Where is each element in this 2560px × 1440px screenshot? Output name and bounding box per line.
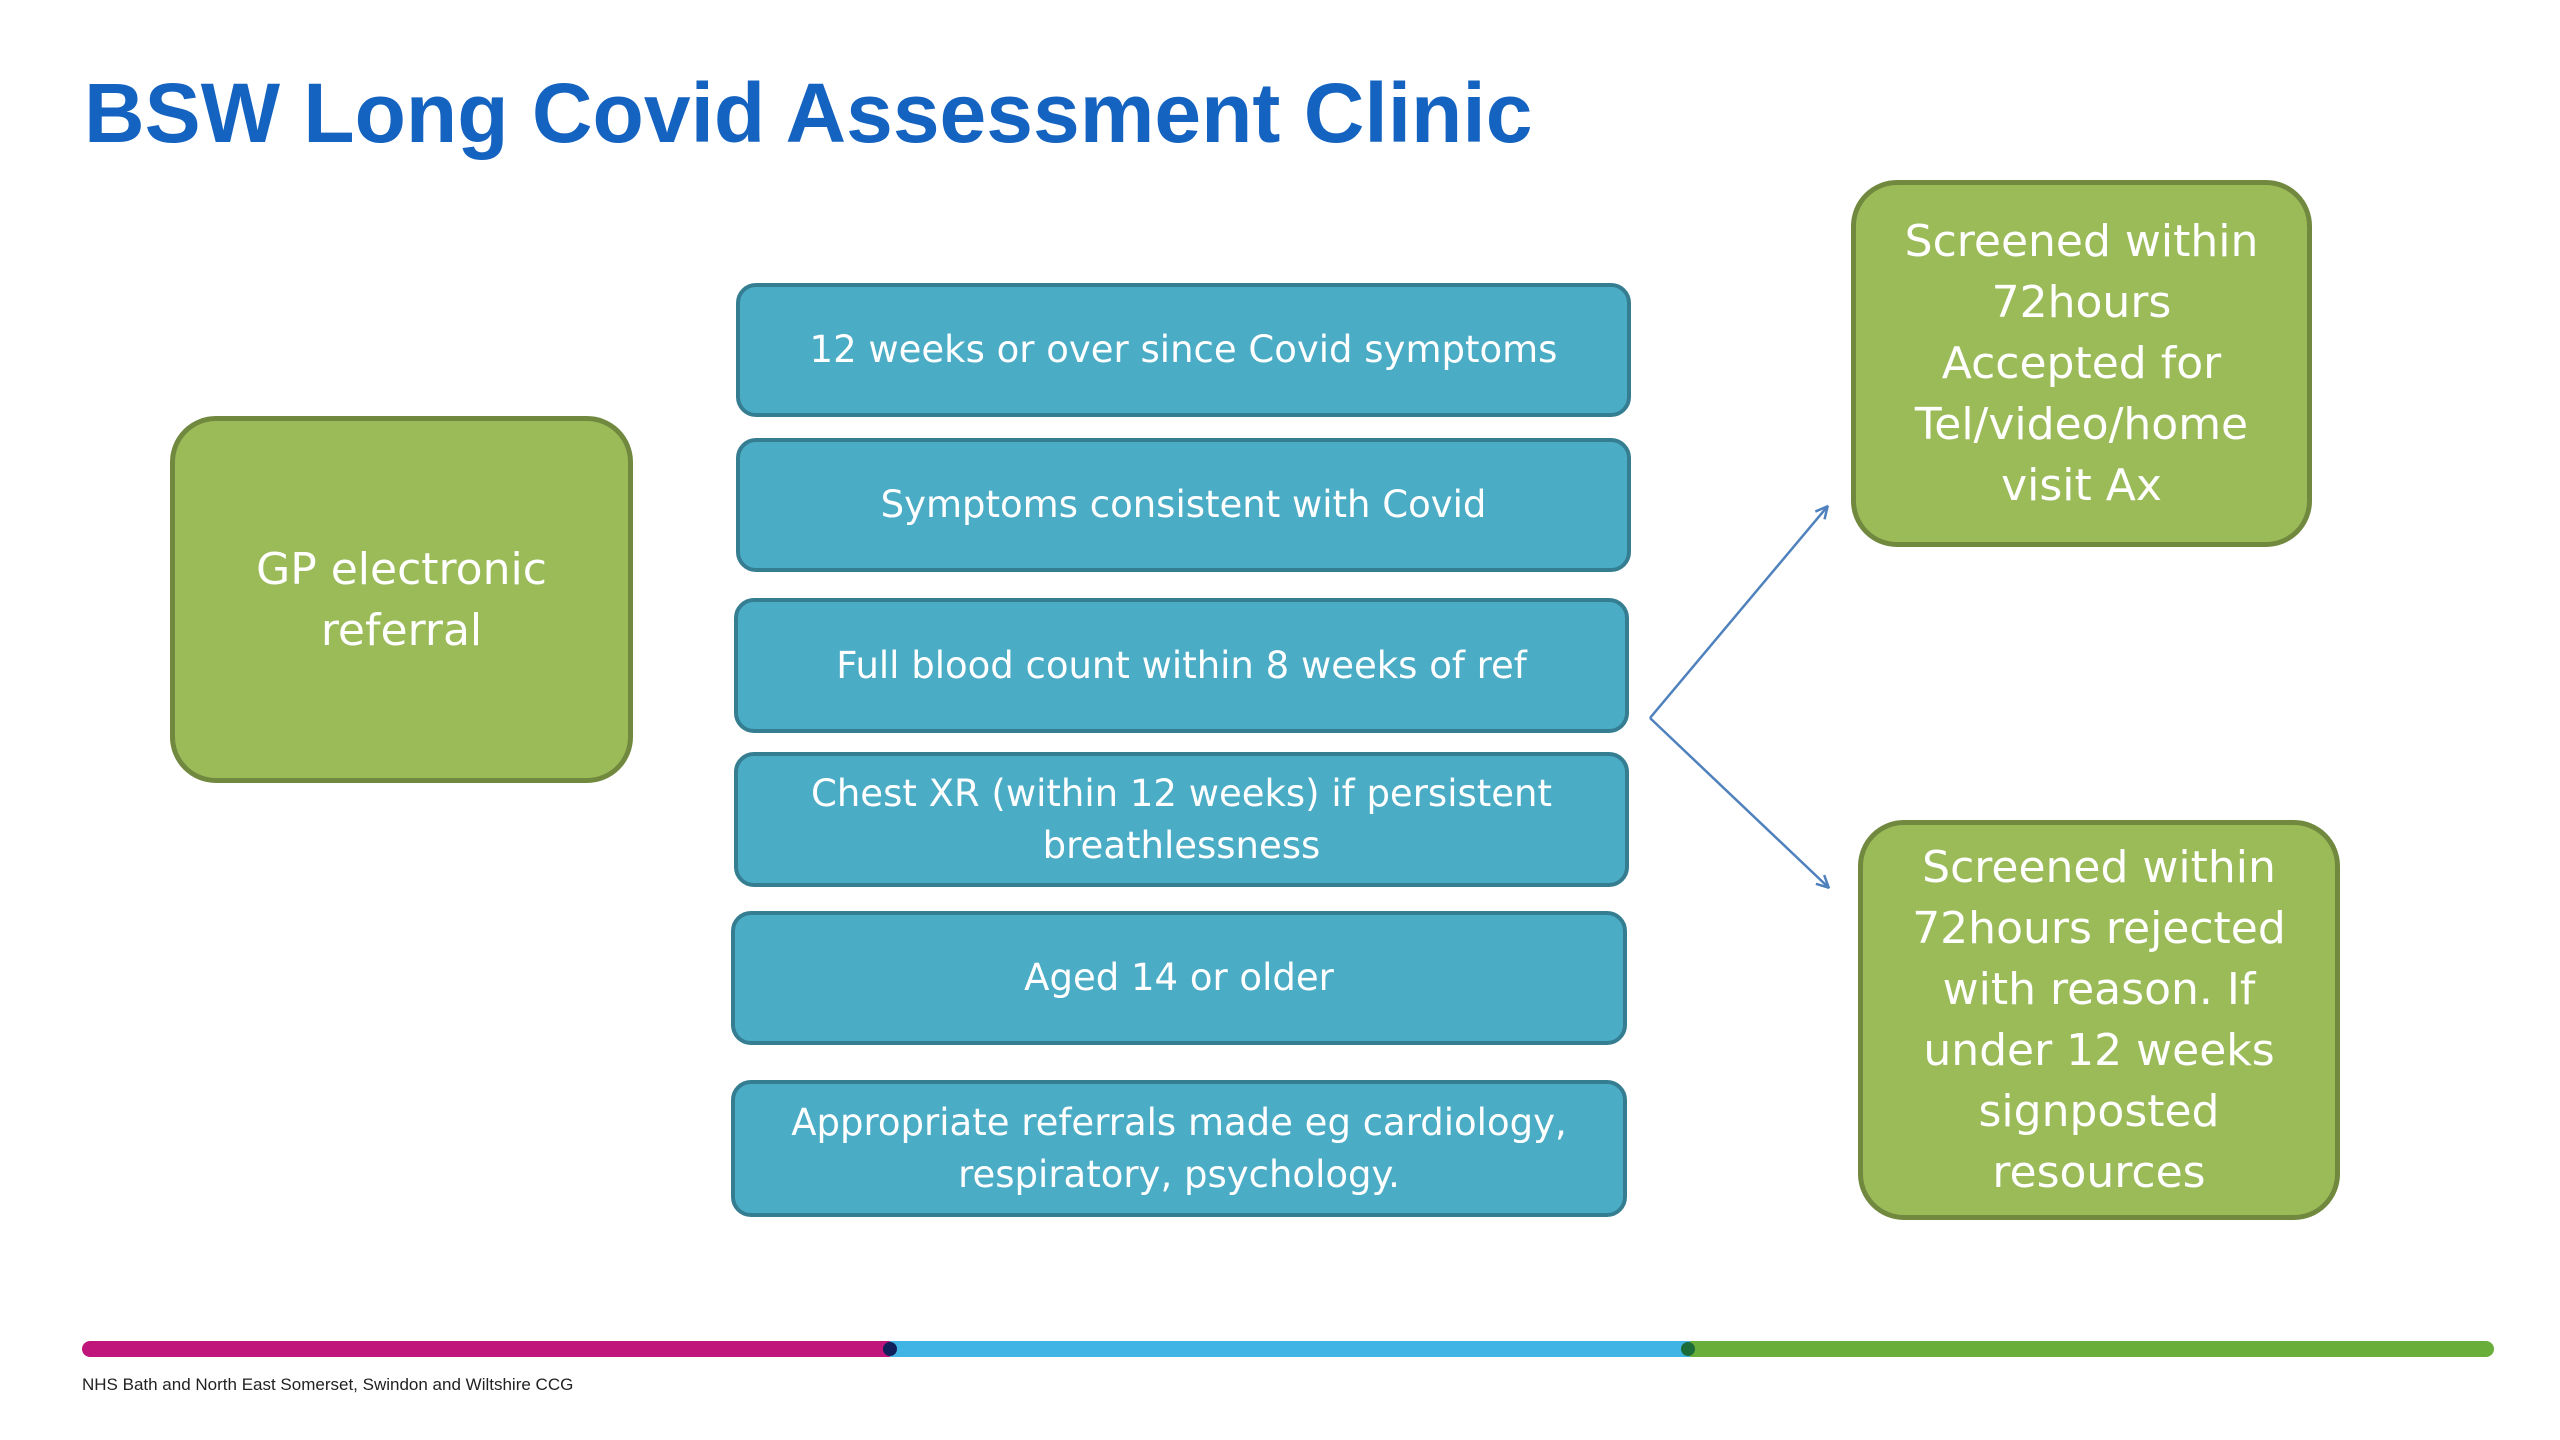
footer-color-bar (82, 1341, 2494, 1357)
criterion-label: 12 weeks or over since Covid symptoms (809, 328, 1558, 371)
criterion-box-age: Aged 14 or older (731, 911, 1627, 1045)
outcome-rejected-label: Screened within 72hours rejected with re… (1912, 842, 2286, 1198)
criterion-label: Appropriate referrals made eg cardiology… (791, 1100, 1567, 1196)
outcome-rejected-box: Screened within 72hours rejected with re… (1858, 820, 2340, 1220)
footer-organisation: NHS Bath and North East Somerset, Swindo… (82, 1375, 574, 1394)
criterion-box-blood-count: Full blood count within 8 weeks of ref (734, 598, 1629, 733)
outcome-accepted-label: Screened within 72hours Accepted for Tel… (1904, 216, 2259, 511)
footer-bar-green (1690, 1341, 2494, 1357)
footer-bar-magenta (82, 1341, 890, 1357)
criterion-label: Aged 14 or older (1024, 956, 1334, 999)
gp-referral-label: GP electronic referral (256, 543, 547, 656)
footer-bar-divider-dot (883, 1342, 897, 1356)
criterion-box-weeks: 12 weeks or over since Covid symptoms (736, 283, 1631, 417)
criterion-label: Chest XR (within 12 weeks) if persistent… (811, 771, 1552, 867)
criterion-box-chest-xr: Chest XR (within 12 weeks) if persistent… (734, 752, 1629, 887)
arrow-to-rejected (1649, 717, 1828, 887)
arrow-to-accepted (1649, 507, 1827, 719)
criterion-box-referrals: Appropriate referrals made eg cardiology… (731, 1080, 1627, 1217)
criterion-box-symptoms: Symptoms consistent with Covid (736, 438, 1631, 572)
criterion-label: Full blood count within 8 weeks of ref (836, 643, 1527, 687)
gp-referral-box: GP electronic referral (170, 416, 633, 783)
slide-title: BSW Long Covid Assessment Clinic (84, 66, 1533, 160)
footer-bar-cyan (890, 1341, 1690, 1357)
footer-bar-divider-dot (1681, 1342, 1695, 1356)
criterion-label: Symptoms consistent with Covid (880, 483, 1487, 526)
outcome-accepted-box: Screened within 72hours Accepted for Tel… (1851, 180, 2312, 547)
